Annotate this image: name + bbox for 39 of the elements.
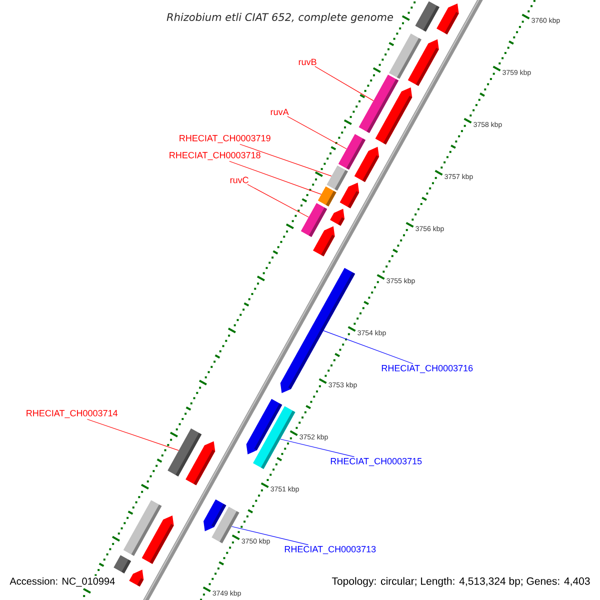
leader-line bbox=[240, 144, 332, 176]
gene-feature bbox=[280, 268, 356, 394]
leader-line bbox=[323, 330, 414, 364]
gene-label: RHECIAT_CH0003713 bbox=[284, 546, 376, 554]
leader-line bbox=[229, 160, 322, 195]
gene-feature bbox=[436, 3, 459, 34]
gene-feature bbox=[253, 406, 296, 469]
gene-feature bbox=[142, 515, 174, 564]
gene-feature bbox=[129, 570, 144, 587]
gene-label: RHECIAT_CH0003715 bbox=[330, 458, 422, 466]
leader-line bbox=[287, 116, 347, 150]
gene-label: ruvB bbox=[298, 58, 316, 66]
gene-feature bbox=[114, 555, 132, 574]
gene-feature bbox=[168, 428, 202, 476]
gene-label: RHECIAT_CH0003716 bbox=[382, 364, 473, 374]
gene-feature bbox=[330, 208, 345, 226]
gene-label: RHECIAT_CH0003719 bbox=[180, 134, 270, 144]
gene-label: ruvC bbox=[230, 176, 248, 184]
gene-feature bbox=[354, 146, 380, 182]
gene-feature bbox=[375, 87, 412, 144]
leader-line bbox=[280, 438, 355, 458]
gene-label: RHECIAT_CH0003718 bbox=[170, 152, 260, 160]
leader-line bbox=[86, 418, 179, 451]
gene-label: ruvA bbox=[270, 108, 289, 116]
gene-feature bbox=[389, 34, 422, 79]
gene-feature bbox=[318, 186, 336, 206]
gene-feature bbox=[326, 166, 348, 191]
leader-line bbox=[231, 526, 309, 546]
gene-label: RHECIAT_CH0003714 bbox=[26, 410, 118, 418]
title: Rhizobium etli CIAT 652, complete genome bbox=[166, 12, 393, 24]
leader-line bbox=[247, 184, 309, 218]
gene-feature bbox=[340, 182, 360, 208]
gene-feature bbox=[212, 506, 240, 544]
genome-info-text: Topology: circular; Length: 4,513,324 bp; Genes: 4,403 bbox=[330, 576, 592, 588]
gene-feature bbox=[313, 226, 335, 256]
accession-text: Accession: NC_010994 bbox=[8, 576, 117, 588]
leader-line bbox=[314, 66, 374, 101]
gene-feature bbox=[301, 203, 328, 237]
gene-feature bbox=[415, 1, 440, 32]
